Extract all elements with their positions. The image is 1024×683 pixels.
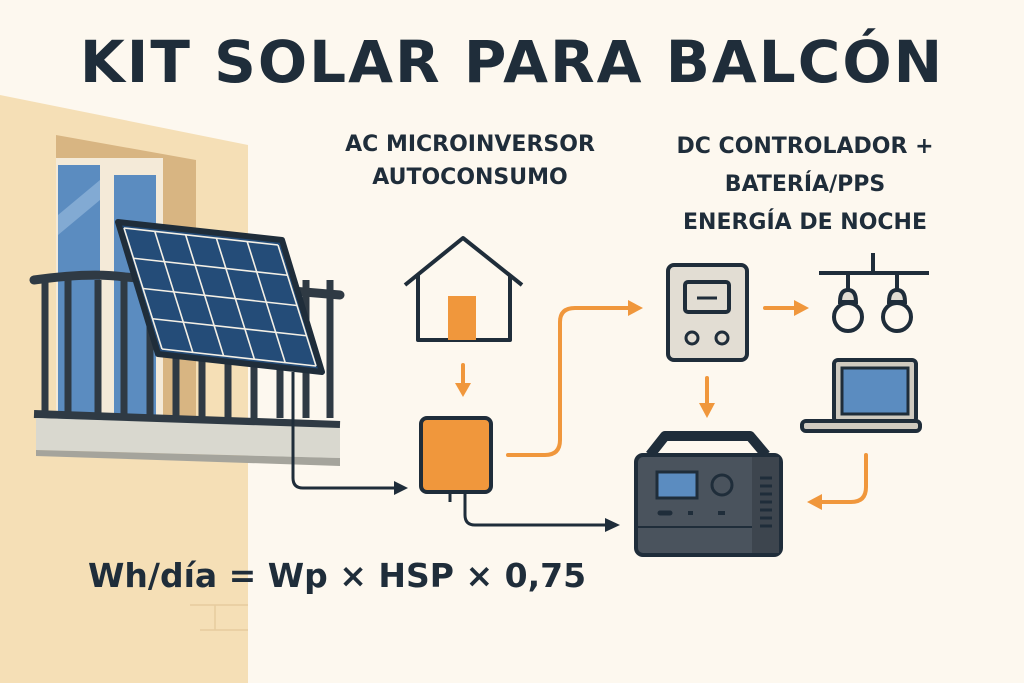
ac-label-line1: AC MICROINVERSOR: [345, 132, 595, 157]
orange-arrows: [461, 306, 868, 504]
house-icon: [403, 236, 524, 342]
portable-power-station-icon: [634, 431, 783, 557]
panel-cell-line: [142, 287, 298, 307]
solar-panel: [115, 219, 325, 375]
microinverter-icon: [419, 416, 493, 502]
arrow-head: [605, 518, 620, 532]
laptop-icon: [800, 358, 922, 433]
inverter-to-station-cable: [463, 492, 605, 527]
dc-section-label: DC CONTROLADOR + BATERÍA/PPS ENERGÍA DE …: [640, 128, 970, 242]
energy-formula: Wh/día = Wp × HSP × 0,75: [88, 556, 587, 595]
orange-arrow-heads: [455, 300, 822, 510]
charge-controller-icon: [666, 263, 749, 362]
balcony-slab: [36, 418, 340, 466]
arrow-head: [394, 481, 408, 495]
page-title: KIT SOLAR PARA BALCÓN: [79, 28, 945, 96]
panel-cell-line: [123, 227, 279, 246]
panel-cell-line: [161, 348, 317, 367]
light-bulbs-icon: [819, 253, 929, 333]
brick-texture: [190, 604, 248, 631]
dc-label-line1: DC CONTROLADOR +: [676, 134, 934, 159]
dc-label-line3: ENERGÍA DE NOCHE: [683, 210, 927, 235]
panel-cable: [291, 372, 395, 490]
panel-cell-line: [133, 257, 288, 277]
dc-label-line2: BATERÍA/PPS: [724, 172, 886, 197]
ac-label-line2: AUTOCONSUMO: [372, 165, 568, 190]
ac-section-label: AC MICROINVERSOR AUTOCONSUMO: [330, 128, 610, 194]
panel-cell-line: [152, 317, 307, 337]
